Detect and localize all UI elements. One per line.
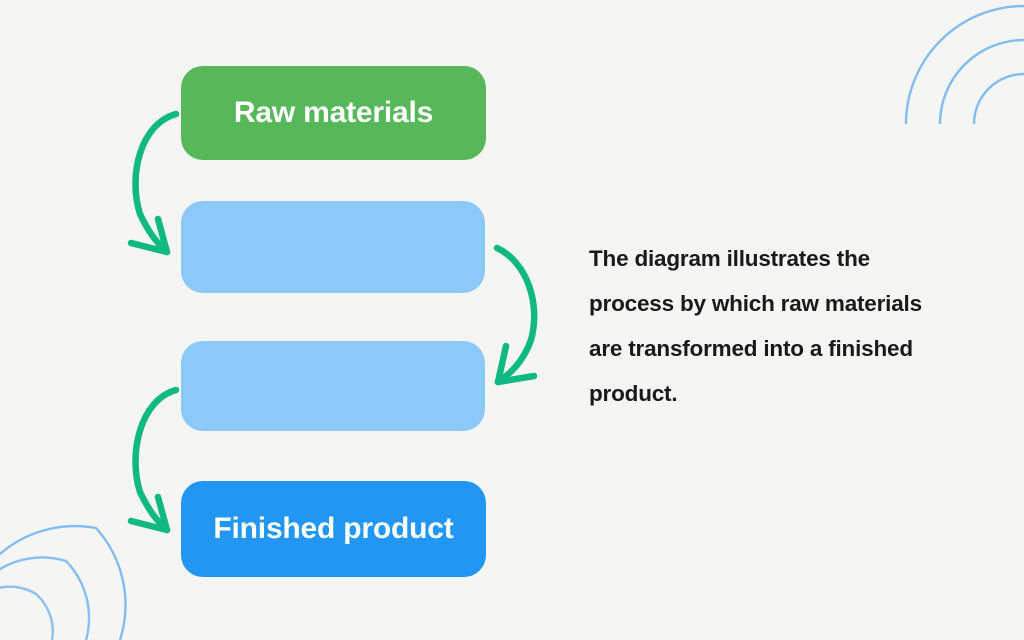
decorative-arcs-bottom-left — [0, 524, 127, 640]
decorative-arcs-top-right — [904, 4, 1024, 124]
flow-box-finished-product[interactable]: Finished product — [181, 481, 486, 577]
arrow-stage-one-to-stage-two — [493, 244, 538, 386]
flow-box-label-raw-materials: Raw materials — [233, 96, 434, 129]
flow-box-stage-one[interactable] — [181, 201, 485, 293]
flow-box-stage-two[interactable] — [181, 341, 485, 431]
arrow-raw-to-stage-one — [127, 110, 180, 256]
caption-text: The diagram illustrates the process by w… — [589, 246, 922, 406]
arrow-stage-two-to-finished — [127, 386, 180, 534]
flow-box-raw-materials[interactable]: Raw materials — [181, 66, 486, 160]
caption-block: The diagram illustrates the process by w… — [589, 236, 949, 416]
flow-box-label-finished-product: Finished product — [213, 512, 454, 545]
